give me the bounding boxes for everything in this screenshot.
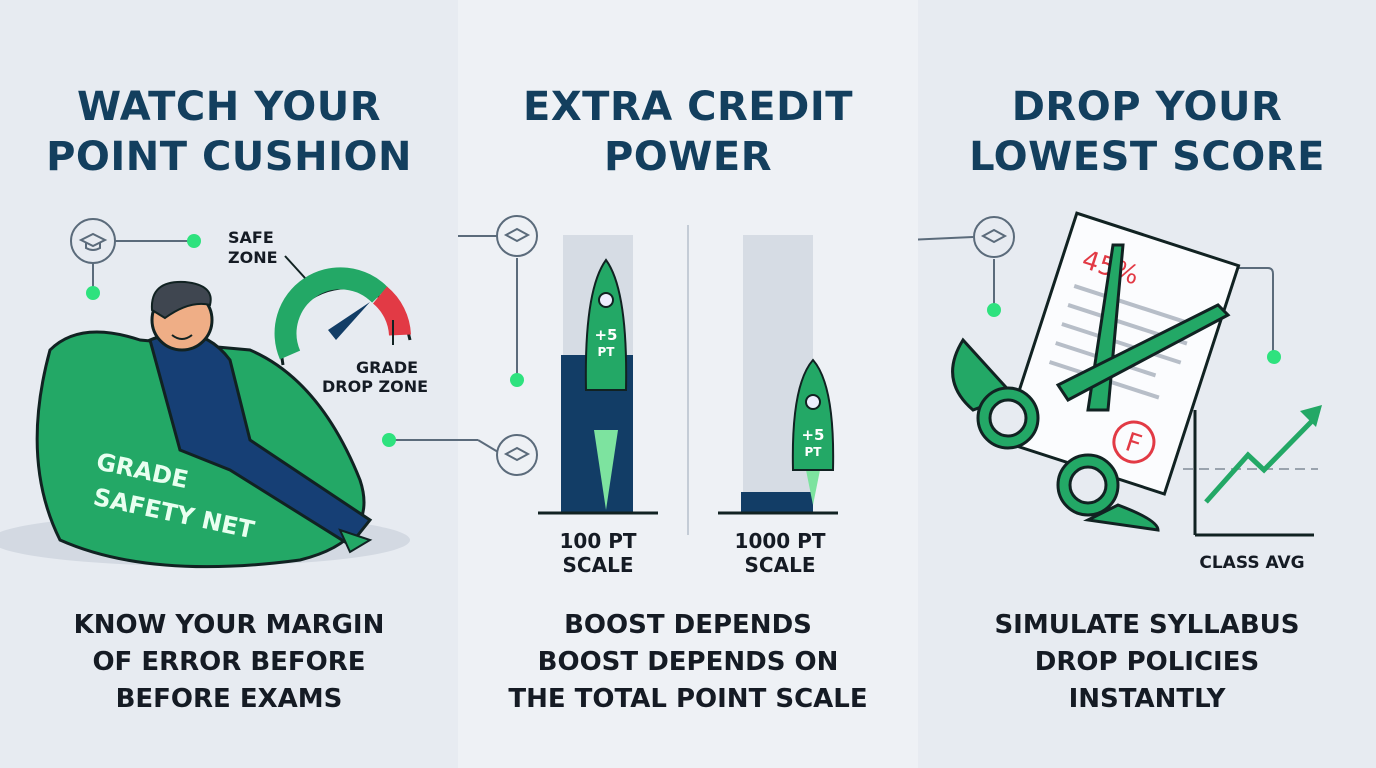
svg-text:ZONE: ZONE <box>228 248 278 267</box>
svg-text:GRADE: GRADE <box>356 358 418 377</box>
graduation-cap-icon <box>70 218 116 264</box>
svg-text:100 PT: 100 PT <box>559 529 636 553</box>
winged-scissors-icon <box>951 243 1231 532</box>
panel-caption: SIMULATE SYLLABUS DROP POLICIES INSTANTL… <box>994 610 1300 714</box>
panel-caption: BOOST DEPENDS BOOST DEPENDS ON THE TOTAL… <box>508 610 868 714</box>
rocket-icon <box>791 358 835 505</box>
svg-text:PT: PT <box>805 445 823 459</box>
svg-text:1000 PT: 1000 PT <box>735 529 826 553</box>
svg-text:+5: +5 <box>801 426 824 444</box>
graduation-cap-icon <box>973 216 1015 258</box>
svg-text:SAFE: SAFE <box>228 228 274 247</box>
svg-text:+5: +5 <box>594 326 617 344</box>
relaxed-student <box>148 280 373 554</box>
panel-point-cushion: WATCH YOUR POINT CUSHION GRADE SAFETY NE… <box>0 0 458 768</box>
graduation-cap-icon <box>496 434 538 476</box>
panel-title: EXTRA CREDIT POWER <box>523 84 853 180</box>
svg-text:PT: PT <box>598 345 616 359</box>
grade-gauge <box>274 255 412 366</box>
rocket-icon <box>584 258 628 510</box>
graduation-cap-icon <box>496 215 538 257</box>
panel-title: WATCH YOUR POINT CUSHION <box>46 84 412 180</box>
drop-lowest-illustration: 45% F CLASS AVG <box>918 211 1322 573</box>
svg-text:CLASS AVG: CLASS AVG <box>1199 553 1304 573</box>
cushion-illustration: GRADE SAFETY NET SAFE ZONE GRADE DROP ZO… <box>0 218 458 569</box>
extra-credit-illustration: +5 PT +5 PT 100 PT SCALE 1000 PT SCALE <box>458 215 838 577</box>
svg-text:SCALE: SCALE <box>745 553 816 577</box>
class-avg-chart <box>1183 405 1322 537</box>
panel-caption: KNOW YOUR MARGIN OF ERROR BEFORE BEFORE … <box>73 610 385 714</box>
svg-text:SCALE: SCALE <box>563 553 634 577</box>
panel-title: DROP YOUR LOWEST SCORE <box>969 84 1325 180</box>
glow-dots <box>86 234 396 447</box>
panel-drop-lowest: DROP YOUR LOWEST SCORE 45% F <box>918 0 1376 768</box>
svg-text:DROP ZONE: DROP ZONE <box>322 377 428 396</box>
panel-extra-credit: EXTRA CREDIT POWER +5 PT +5 PT 100 PT SC… <box>458 0 918 768</box>
